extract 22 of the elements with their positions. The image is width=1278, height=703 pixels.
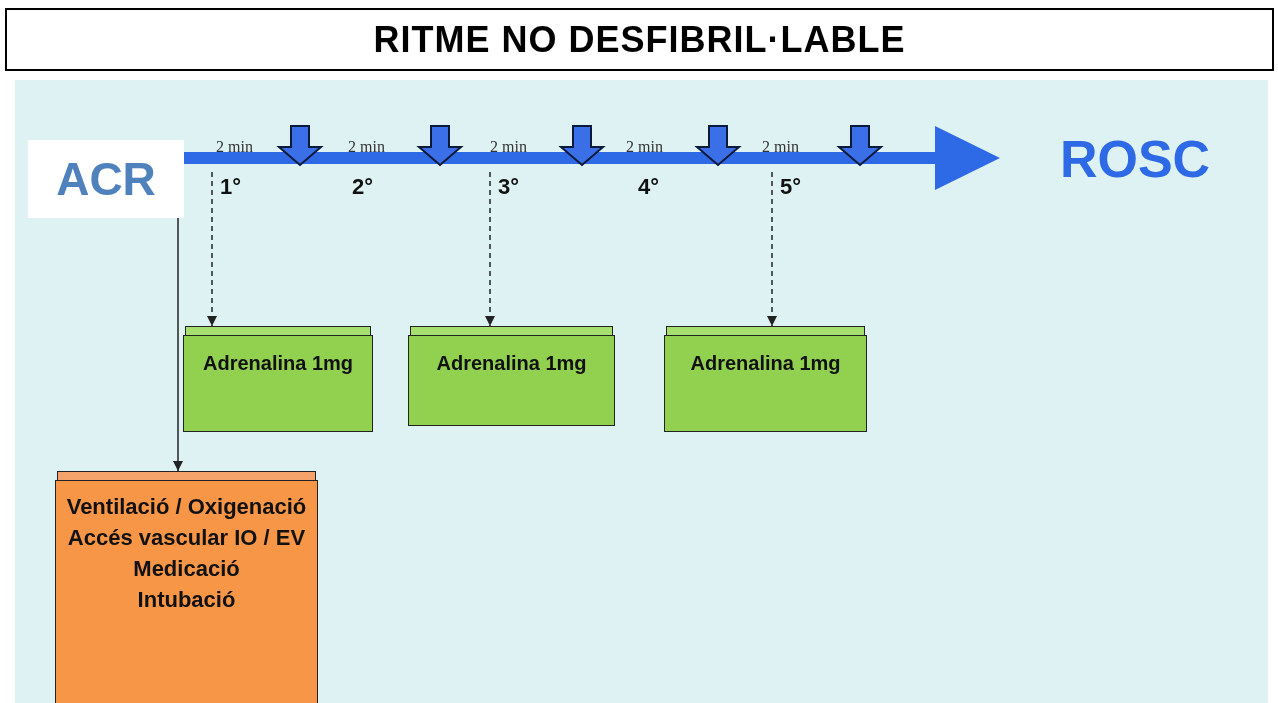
medication-box: Adrenalina 1mg: [183, 335, 373, 432]
cycle-number: 2°: [352, 174, 374, 200]
cycle-number: 4°: [638, 174, 660, 200]
cycle-number: 1°: [212, 172, 252, 202]
timeline-arrow: [184, 126, 1000, 190]
interval-label: 2 min: [348, 138, 385, 156]
medication-box: Adrenalina 1mg: [664, 335, 867, 432]
end-label: ROSC: [1035, 128, 1235, 190]
cycle-number: 5°: [772, 172, 812, 202]
arrow: [767, 171, 777, 327]
interval-label: 2 min: [626, 138, 663, 156]
intervention-box: Ventilació / Oxigenació Accés vascular IO / EV Medicació Intubació: [55, 480, 318, 703]
arrow: [485, 171, 495, 327]
interval-label: 2 min: [216, 138, 253, 156]
arrow: [173, 217, 183, 472]
cycle-number: 3°: [490, 172, 530, 202]
start-label: ACR: [28, 140, 184, 218]
title: RITME NO DESFIBRIL·LABLE: [5, 8, 1274, 71]
interval-label: 2 min: [762, 138, 799, 156]
medication-box: Adrenalina 1mg: [408, 335, 615, 426]
arrow: [207, 171, 217, 327]
interval-label: 2 min: [490, 138, 527, 156]
